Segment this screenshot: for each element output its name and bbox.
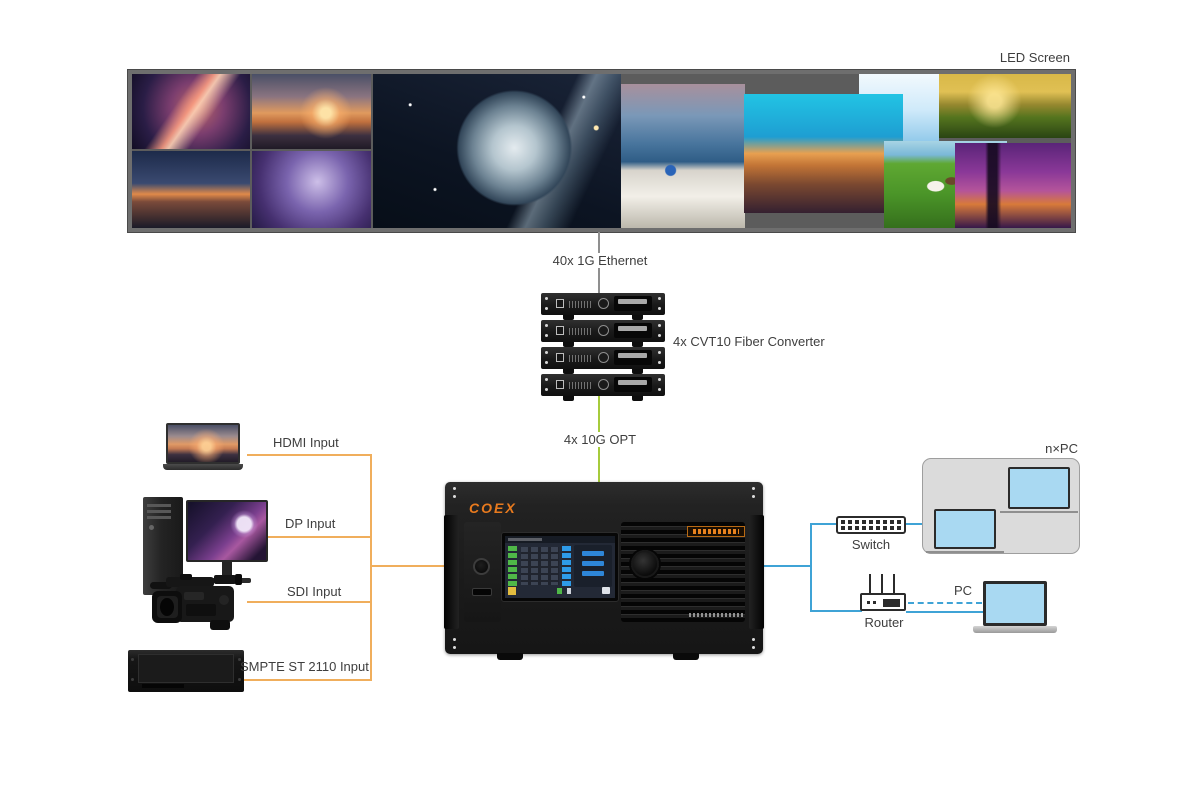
front-control-panel (464, 522, 501, 622)
laptop-base (926, 551, 1004, 553)
rotary-knob (631, 550, 659, 578)
router-icon (860, 593, 906, 611)
fiber-converter-unit (541, 320, 665, 347)
network-trunk-line (810, 523, 812, 612)
input-trunk-line (370, 454, 372, 681)
usb-port (472, 588, 492, 596)
opt-link-label: 4x 10G OPT (530, 432, 670, 447)
hdmi-input-label: HDMI Input (273, 435, 339, 450)
laptop-icon (1008, 467, 1070, 509)
screen-tile-santorini (621, 84, 745, 228)
monitor-screen (166, 423, 240, 464)
fiber-converter-unit (541, 347, 665, 374)
converter-ports (569, 328, 593, 335)
converter-display (556, 353, 564, 362)
router-antenna (881, 574, 883, 593)
processor-to-network-line (763, 565, 811, 567)
screen-blue-bars (562, 546, 571, 586)
router-antenna (893, 574, 895, 593)
converter-handle-slot (614, 323, 652, 338)
line-to-router (810, 610, 862, 612)
switch-to-pcgroup-line (906, 523, 922, 525)
sdi-video-camera-icon (150, 574, 250, 638)
screen-tile-liberty-night (955, 143, 1071, 228)
converter-dial (598, 352, 609, 363)
pc-laptop-icon (983, 581, 1047, 626)
pc-group-label: n×PC (1045, 441, 1078, 456)
converter-display (556, 326, 564, 335)
laptop-icon (934, 509, 996, 549)
router-label: Router (864, 615, 904, 630)
led-screen (128, 70, 1075, 232)
touchscreen-ui (505, 536, 615, 598)
fiber-converter-unit (541, 374, 665, 401)
fiber-converter-unit (541, 293, 665, 320)
screen-tile-sunset-pier (252, 74, 371, 149)
converter-ports (569, 301, 593, 308)
converter-dial (598, 325, 609, 336)
model-text (689, 613, 744, 617)
sdi-line (247, 601, 372, 603)
smpte-rack-server (128, 650, 244, 692)
screen-tile-night-town (744, 94, 903, 213)
sdi-input-label: SDI Input (287, 584, 342, 599)
led-screen-collage (132, 74, 1071, 228)
network-switch-icon (836, 516, 906, 534)
model-badge (687, 526, 745, 537)
led-video-processor: COEX (444, 482, 764, 660)
screen-tile-nebula (132, 74, 250, 149)
pc-laptop-base (973, 626, 1057, 633)
monitor-screen (186, 500, 268, 562)
touchscreen (501, 532, 619, 602)
dp-line (252, 536, 372, 538)
pc-label: PC (954, 583, 973, 598)
screen-side-panel (574, 545, 612, 587)
hdmi-line (247, 454, 372, 456)
converter-ports (569, 382, 593, 389)
converter-handle-slot (614, 377, 652, 392)
screen-tile-purple-nebula (252, 151, 371, 228)
input-to-processor-line (372, 565, 445, 567)
converter-display (556, 380, 564, 389)
rack-ear-left (444, 515, 459, 629)
power-button (473, 558, 490, 575)
switch-ports (841, 520, 901, 530)
smpte-input-label: SMPTE ST 2110 Input (240, 659, 369, 674)
converter-dial (598, 298, 609, 309)
vent-grille (621, 522, 745, 622)
screen-tile-autumn-lake (939, 74, 1071, 138)
router-antenna (869, 574, 871, 593)
ethernet-link-label: 40x 1G Ethernet (520, 253, 680, 268)
hdmi-source-monitor (163, 423, 243, 471)
router-to-pc-line (906, 611, 983, 613)
router-to-pc-wireless-line (908, 602, 982, 604)
screen-grid (521, 547, 559, 585)
converter-ports (569, 355, 593, 362)
led-screen-label: LED Screen (999, 50, 1070, 65)
dp-source-monitor (186, 500, 268, 586)
converter-dial (598, 379, 609, 390)
screen-yellow-tile (508, 587, 516, 595)
fiber-converter-label: 4x CVT10 Fiber Converter (673, 334, 825, 349)
smpte-line (238, 679, 372, 681)
brand-logo: COEX (469, 500, 517, 516)
screen-tile-coast-dusk (132, 151, 250, 228)
rack-ear-right (749, 515, 764, 629)
line-to-switch (810, 523, 836, 525)
converter-handle-slot (614, 296, 652, 311)
converter-handle-slot (614, 350, 652, 365)
screen-green-bars (508, 546, 517, 586)
dp-input-label: DP Input (285, 516, 336, 531)
converter-display (556, 299, 564, 308)
laptop-base (1000, 511, 1078, 513)
switch-label: Switch (851, 537, 891, 552)
screen-tile-planet-space (373, 74, 621, 228)
